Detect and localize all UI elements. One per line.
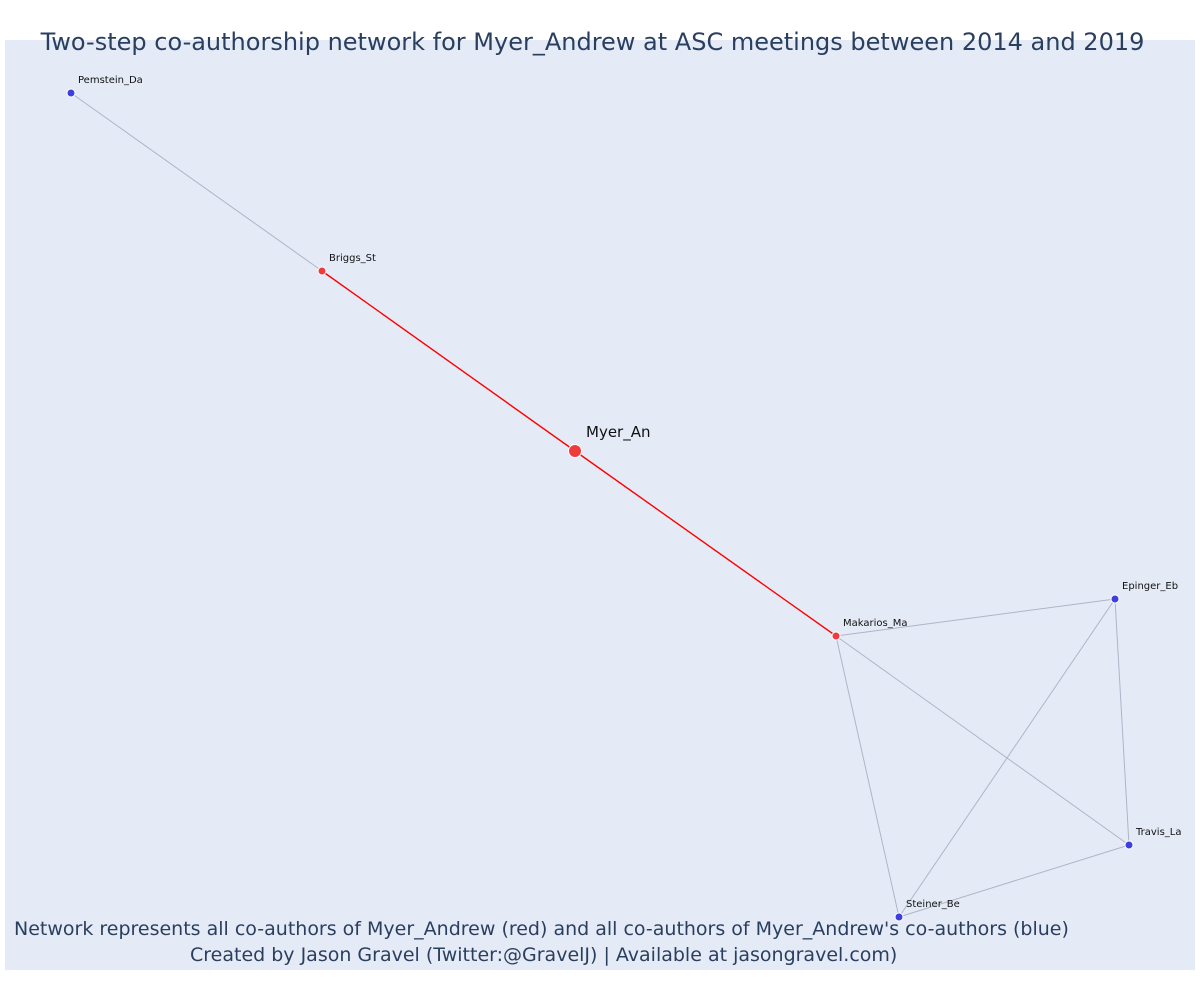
edge-briggs-myer bbox=[321, 270, 576, 452]
node-makarios[interactable] bbox=[831, 631, 841, 641]
edge-epinger-steiner bbox=[898, 598, 1116, 918]
footer-credit: Created by Jason Gravel (Twitter:@Gravel… bbox=[190, 944, 898, 966]
edge-makarios-epinger bbox=[835, 598, 1116, 637]
edge-travis-steiner bbox=[898, 844, 1130, 918]
edge-epinger-travis bbox=[1114, 598, 1130, 846]
edges-layer bbox=[70, 92, 1130, 918]
node-label-epinger: Epinger_Eb bbox=[1122, 581, 1178, 592]
chart-title: Two-step co-authorship network for Myer_… bbox=[40, 28, 1145, 56]
edge-pemstein-briggs bbox=[70, 92, 323, 272]
edge-makarios-steiner bbox=[835, 635, 900, 918]
node-label-steiner: Steiner_Be bbox=[906, 899, 960, 910]
node-briggs[interactable] bbox=[317, 266, 327, 276]
node-label-makarios: Makarios_Ma bbox=[843, 618, 907, 629]
nodes-layer bbox=[66, 88, 1134, 922]
node-travis[interactable] bbox=[1124, 840, 1134, 850]
node-label-briggs: Briggs_St bbox=[329, 253, 376, 264]
footer-description: Network represents all co-authors of Mye… bbox=[14, 918, 1069, 940]
node-label-myer: Myer_An bbox=[586, 423, 650, 442]
node-steiner[interactable] bbox=[894, 912, 904, 922]
node-myer[interactable] bbox=[568, 444, 582, 458]
edge-makarios-travis bbox=[835, 635, 1130, 846]
edge-myer-makarios bbox=[574, 450, 837, 637]
node-label-pemstein: Pemstein_Da bbox=[78, 75, 143, 86]
node-pemstein[interactable] bbox=[66, 88, 76, 98]
plot-background bbox=[5, 40, 1195, 970]
node-epinger[interactable] bbox=[1110, 594, 1120, 604]
node-label-travis: Travis_La bbox=[1135, 827, 1181, 838]
